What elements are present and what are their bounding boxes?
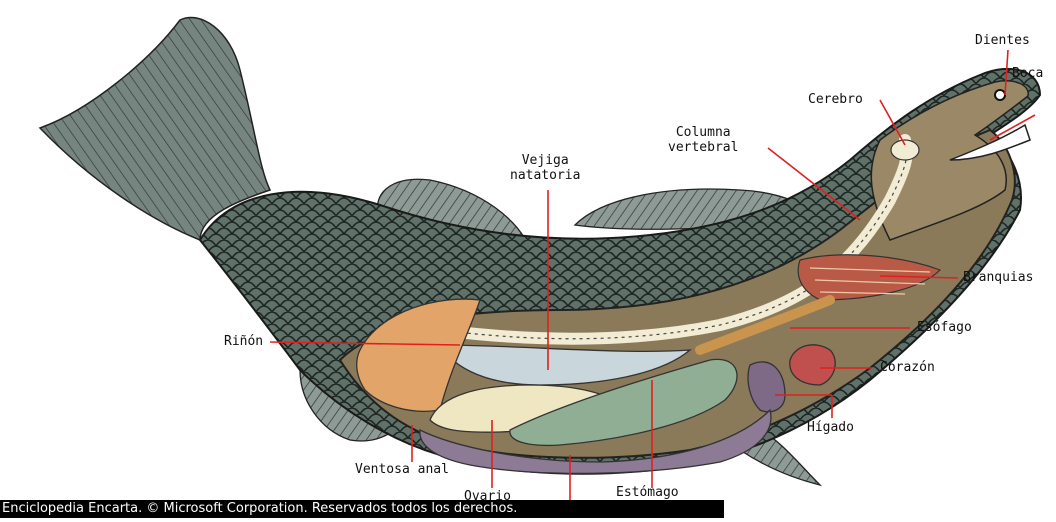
label-dientes: Dientes (975, 33, 1030, 48)
label-columna-vertebral: Columna vertebral (668, 125, 738, 155)
label-corazon: Corazón (880, 360, 935, 375)
eye (995, 90, 1005, 100)
label-ventosa-anal: Ventosa anal (355, 462, 449, 477)
label-rinon: Riñón (224, 334, 263, 349)
label-higado: Hígado (807, 420, 854, 435)
label-estomago: Estómago (616, 485, 679, 500)
label-vejiga-natatoria: Vejiga natatoria (510, 153, 580, 183)
brain (891, 140, 919, 160)
label-boca: Boca (1012, 66, 1043, 81)
copyright-banner: Enciclopedia Encarta. © Microsoft Corpor… (0, 500, 724, 518)
label-cerebro: Cerebro (808, 92, 863, 107)
label-branquias: Branquias (963, 270, 1033, 285)
label-esofago: Esófago (917, 320, 972, 335)
